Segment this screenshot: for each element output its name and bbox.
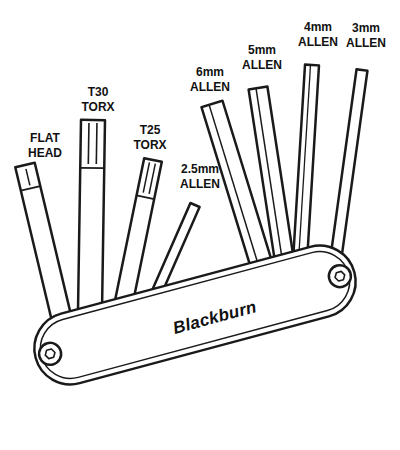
bit-label: 6mm ALLEN	[190, 65, 230, 95]
allen-key-5mm	[249, 87, 295, 267]
bit-label: T30 TORX	[81, 85, 114, 115]
bit-label: FLAT HEAD	[28, 131, 62, 161]
bit-label: 2.5mm ALLEN	[180, 162, 220, 192]
bit-label: T25 TORX	[133, 123, 166, 153]
allen-key-3mm	[329, 69, 367, 266]
brand-logo: Blackburn	[171, 297, 259, 339]
allen-key-4mm	[293, 65, 319, 262]
tool-body	[26, 238, 363, 393]
bit-label: 3mm ALLEN	[346, 21, 386, 51]
bit-label: 5mm ALLEN	[242, 43, 282, 73]
t30-torx-bit	[78, 120, 105, 320]
bit-label: 4mm ALLEN	[298, 20, 338, 50]
flat-head-bit	[15, 163, 71, 322]
